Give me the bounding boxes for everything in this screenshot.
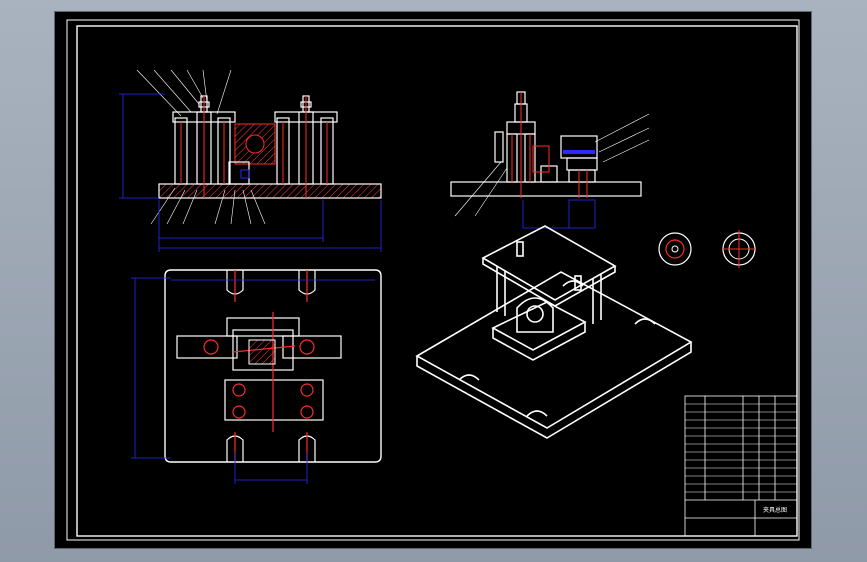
- detail-views: [658, 230, 756, 268]
- isometric-view: [415, 225, 693, 439]
- front-view: [119, 69, 382, 252]
- outer-frame: [66, 19, 800, 541]
- parts-list-rows: [685, 403, 797, 493]
- title-block: [684, 395, 798, 537]
- cad-viewport[interactable]: 夹具总图: [55, 12, 811, 548]
- assembly-drawing: 夹具总图: [66, 19, 800, 541]
- top-view: [131, 269, 382, 484]
- side-view: [450, 91, 650, 229]
- inner-frame: [76, 25, 798, 537]
- drawing-label: 夹具总图: [763, 506, 787, 514]
